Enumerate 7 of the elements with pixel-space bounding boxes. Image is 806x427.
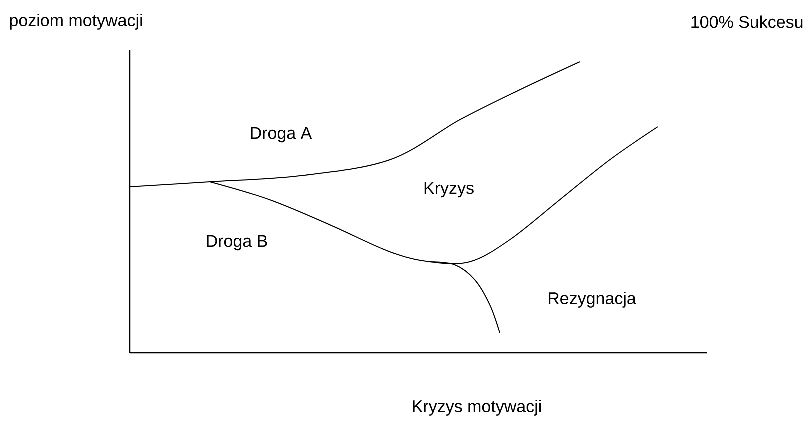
region-label: Droga A: [251, 127, 312, 143]
axis-label: 100% Sukcesu: [692, 16, 803, 28]
region-label: Rezygnacja: [548, 292, 636, 308]
axis-label: poziom motywacji: [10, 14, 142, 30]
axis-label: Kryzys motywacji: [413, 400, 541, 416]
region-label: Kryzys: [424, 182, 474, 198]
region-label: Droga B: [207, 235, 268, 251]
